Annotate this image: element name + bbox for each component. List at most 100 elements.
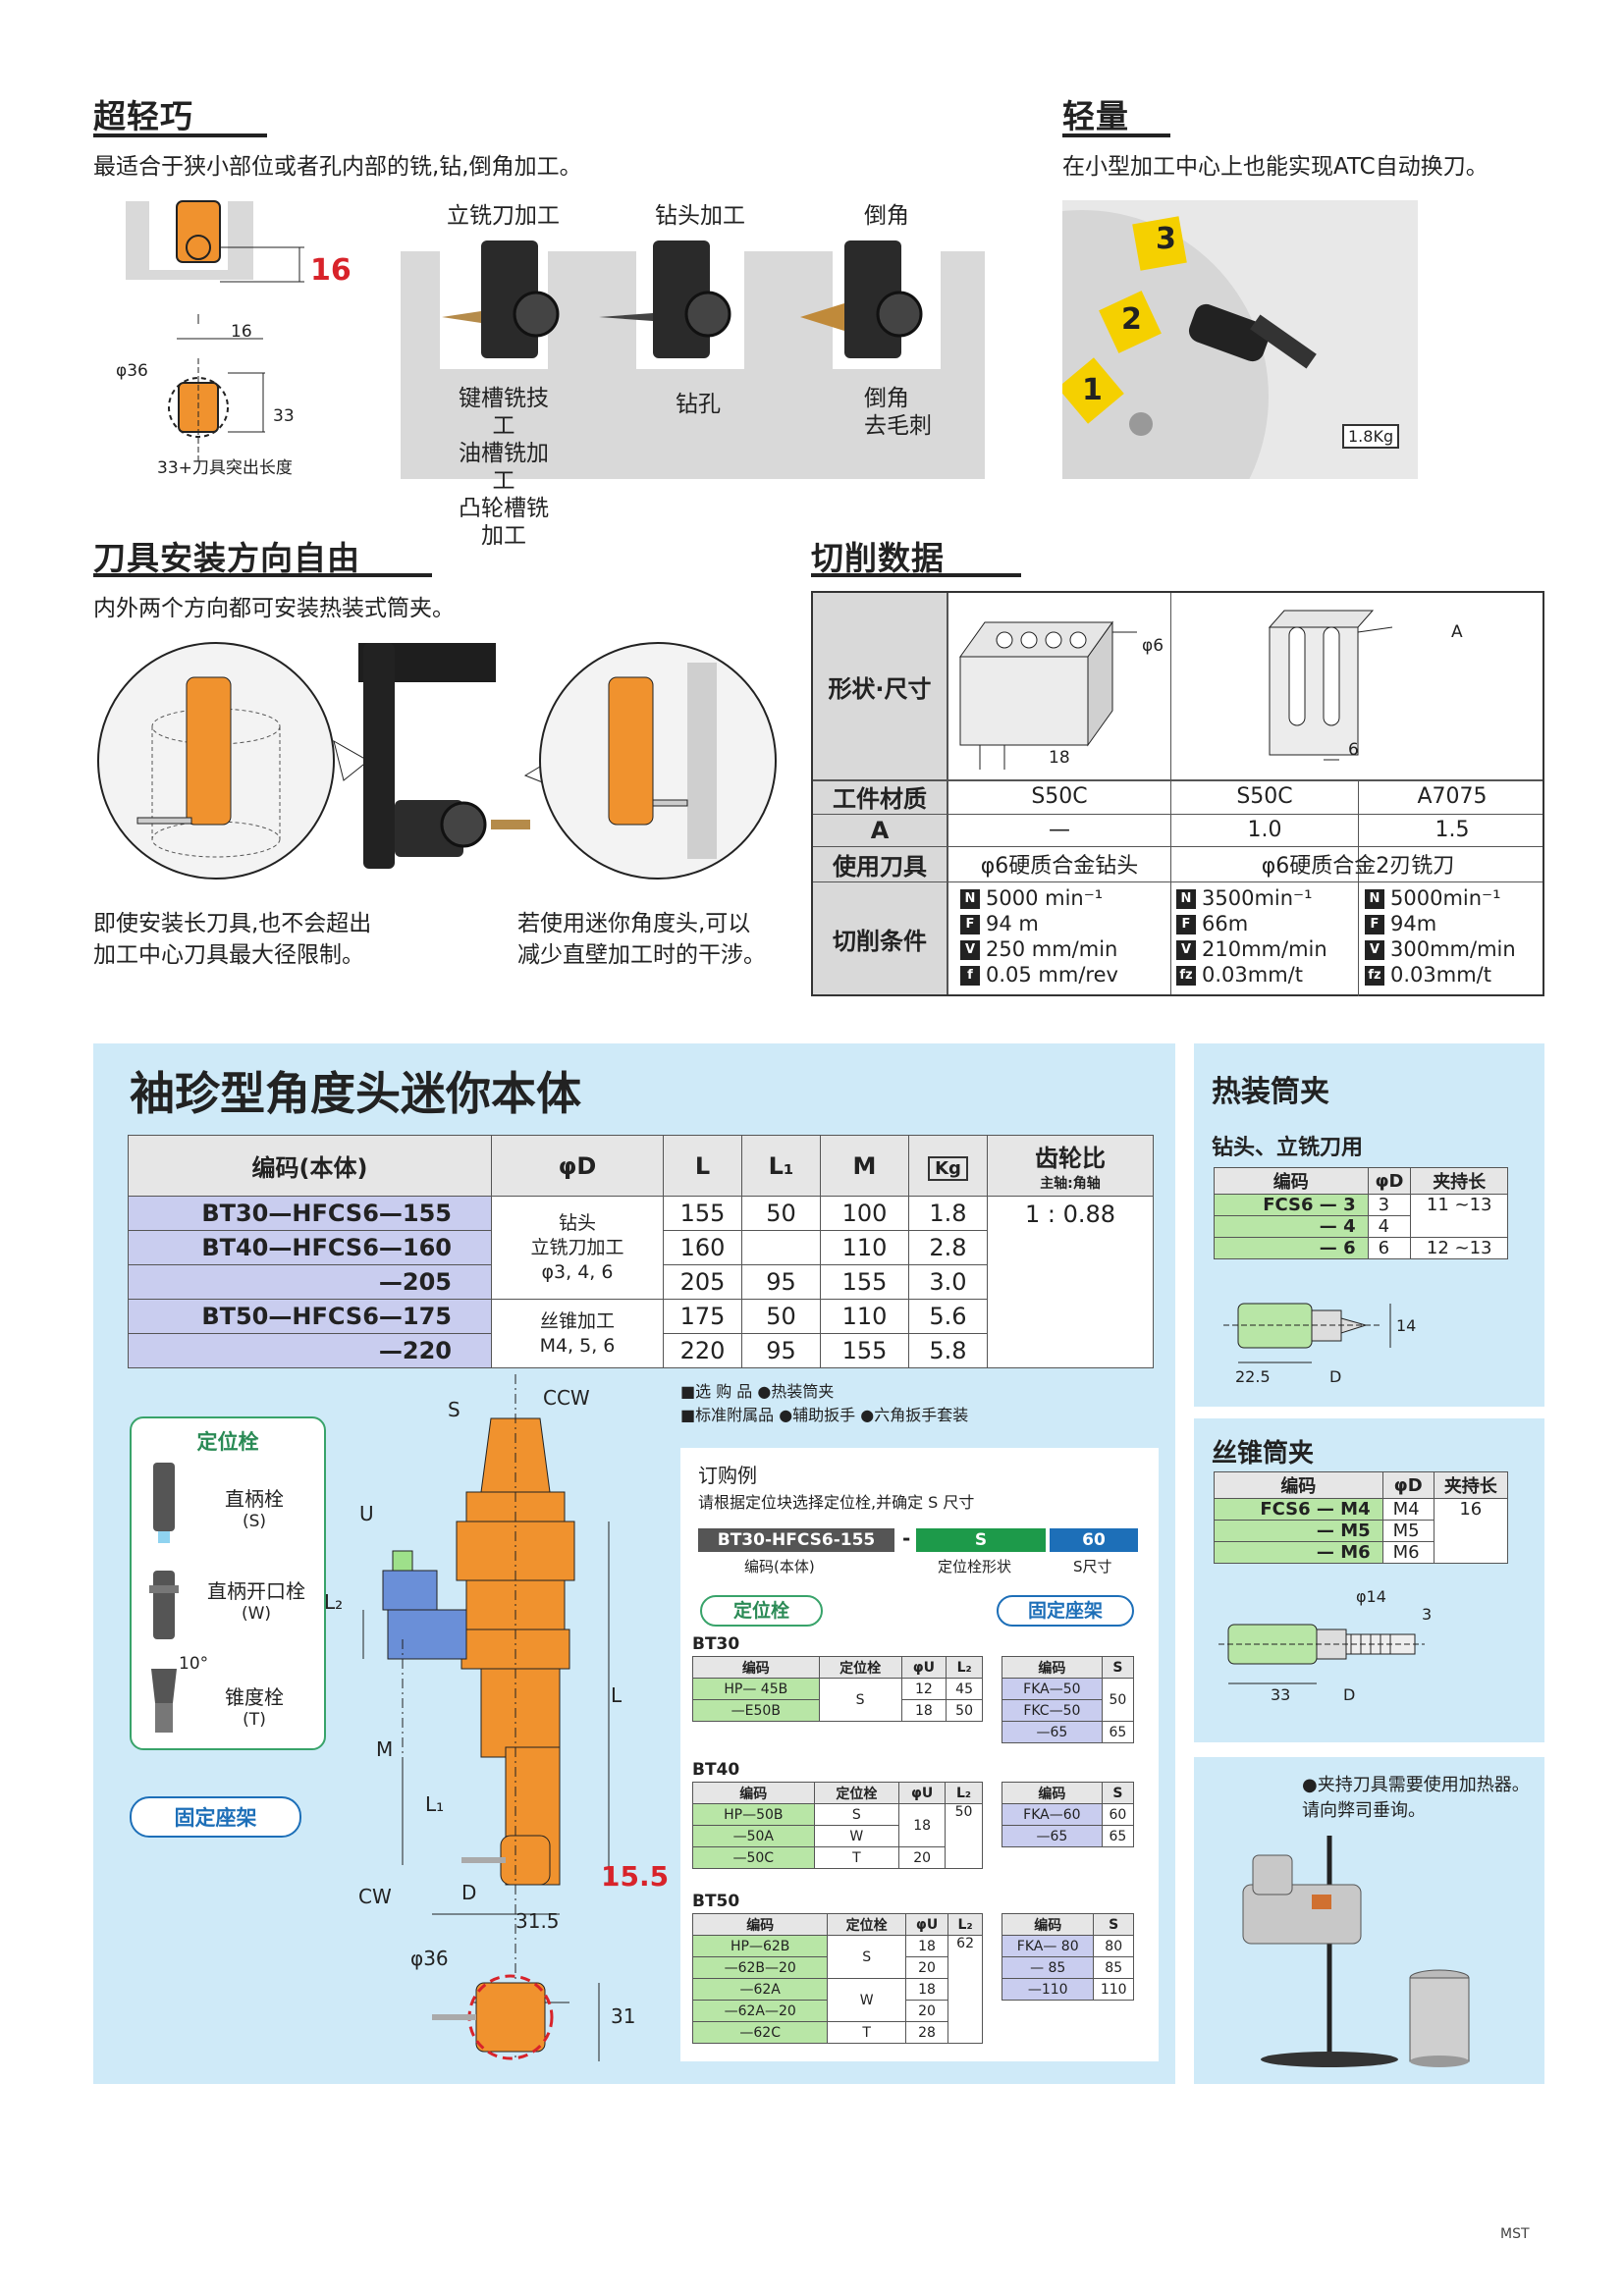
dim-31: 31 — [611, 2004, 636, 2028]
heater-note: ●夹持刀具需要使用加热器。 请向弊司垂询。 — [1302, 1775, 1530, 1821]
dim-l2: L₂ — [324, 1590, 344, 1614]
compact-dimension-diagram — [126, 200, 304, 461]
section-title-mount: 刀具安装方向自由 — [93, 539, 360, 577]
product-table: 编码(本体) φD L L₁ M Kg 齿轮比主轴:角轴 BT30—HFCS6—… — [128, 1135, 1154, 1368]
pin-taper: 锥度栓(T) — [225, 1685, 284, 1730]
product-title: 袖珍型角度头迷你本体 — [130, 1067, 581, 1120]
op-drill-line: 钻孔 — [676, 392, 721, 417]
title-underline — [1062, 133, 1170, 137]
a-3: 1.5 — [1435, 818, 1470, 842]
mount-direction-illustration — [97, 642, 777, 880]
pin-box-title: 定位栓 — [196, 1430, 259, 1454]
tool-endmill: φ6硬质合金2刃铣刀 — [1261, 854, 1455, 879]
row-tool: 使用刀具 — [833, 852, 927, 881]
a-2: 1.0 — [1247, 818, 1282, 842]
a-1: — — [1049, 818, 1070, 842]
dim-d: D — [1329, 1367, 1342, 1386]
pin-button: 定位栓 — [700, 1595, 823, 1627]
dim-31-5: 31.5 — [515, 1909, 560, 1933]
mount-note-interference: 若使用迷你角度头,可以 减少直壁加工时的干涉。 — [517, 911, 766, 968]
tool-drill: φ6硬质合金钻头 — [980, 854, 1139, 879]
order-desc: 请根据定位块选择定位栓,并确定 S 尺寸 — [698, 1493, 975, 1512]
order-s-chip: 60 — [1050, 1528, 1138, 1552]
dim-phi36: φ36 — [116, 361, 148, 381]
title-underline — [811, 573, 1021, 577]
shrink-collet-title: 热装筒夹 — [1212, 1075, 1329, 1109]
th-gear: 齿轮比主轴:角轴 — [987, 1135, 1154, 1197]
fixture-button: 固定座架 — [997, 1595, 1134, 1627]
pocket-3: 3 — [1156, 222, 1176, 256]
gear-ratio: 1 : 0.88 — [987, 1196, 1154, 1368]
phi6-label: φ6 — [1142, 636, 1164, 656]
op-drill-head: 钻头加工 — [655, 203, 745, 229]
dim-s: S — [448, 1398, 460, 1421]
dim-14: 14 — [1396, 1316, 1417, 1335]
group-bt40: BT40 — [692, 1760, 740, 1780]
pocket-2: 2 — [1121, 302, 1142, 337]
section-desc: 内外两个方向都可安装热装式筒夹。 — [93, 596, 455, 621]
dim-18: 18 — [1049, 748, 1070, 768]
dim-ccw: CCW — [543, 1386, 590, 1410]
th-code: 编码(本体) — [128, 1135, 492, 1197]
dim-3: 3 — [1422, 1605, 1433, 1624]
dim-33: 33 — [273, 406, 295, 426]
section-desc: 在小型加工中心上也能实现ATC自动换刀。 — [1062, 154, 1489, 180]
dim-15-5: 15.5 — [601, 1860, 670, 1893]
th-l: L — [663, 1135, 742, 1197]
phid-tap: 丝锥加工 M4, 5, 6 — [491, 1299, 664, 1368]
dim-cw: CW — [358, 1885, 392, 1908]
th-phid: φD — [491, 1135, 664, 1197]
fixture-label: 固定座架 — [130, 1796, 301, 1838]
title-underline — [93, 133, 267, 137]
dim-l: L — [611, 1683, 623, 1707]
heater-panel: ●夹持刀具需要使用加热器。 请向弊司垂询。 — [1194, 1757, 1544, 2084]
group-bt50: BT50 — [692, 1892, 740, 1911]
op-endmill-lines: 键槽铣技工油槽铣加工凸轮槽铣加工 — [459, 386, 549, 549]
group-bt30: BT30 — [692, 1634, 740, 1654]
dim-m: M — [376, 1737, 394, 1761]
mat-1: S50C — [1031, 784, 1088, 809]
weight-badge: 1.8Kg — [1342, 424, 1400, 449]
op-chamfer-head: 倒角 — [864, 203, 909, 229]
dim-22-5: 22.5 — [1235, 1367, 1271, 1386]
row-material: 工件材质 — [833, 785, 927, 813]
op-endmill-head: 立铣刀加工 — [447, 203, 560, 229]
mount-note-long-tool: 即使安装长刀具,也不会超出 加工中心刀具最大径限制。 — [93, 911, 372, 968]
dim-6: 6 — [1348, 740, 1359, 760]
mat-2: S50C — [1236, 784, 1293, 809]
order-title: 订购例 — [698, 1464, 757, 1487]
row-shape: 形状·尺寸 — [828, 674, 932, 703]
drill-workpiece-drawing — [959, 620, 1137, 770]
row-conditions: 切削条件 — [833, 928, 927, 955]
pocket-1: 1 — [1082, 373, 1103, 407]
cutting-data-table: 形状·尺寸 工件材质 A 使用刀具 切削条件 φ6 18 6 A S50C S5… — [811, 591, 1544, 996]
shrink-collet-sub: 钻头、立铣刀用 — [1212, 1136, 1364, 1160]
dim-d: D — [461, 1881, 477, 1904]
dim-33: 33 — [1271, 1685, 1291, 1704]
pin-icons — [149, 1463, 179, 1733]
row-a: A — [870, 816, 890, 844]
order-pin-chip: S — [916, 1528, 1046, 1552]
tap-collet-title: 丝锥筒夹 — [1212, 1439, 1315, 1468]
dim-phi36: φ36 — [410, 1947, 449, 1970]
order-example-box: 订购例 请根据定位块选择定位栓,并确定 S 尺寸 BT30-HFCS6-155 … — [680, 1448, 1159, 2061]
order-code-chip: BT30-HFCS6-155 — [698, 1528, 894, 1552]
section-title-cutting: 切削数据 — [811, 539, 945, 577]
mat-3: A7075 — [1417, 784, 1488, 809]
th-kg: Kg — [908, 1135, 988, 1197]
phid-drill: 钻头 立铣刀加工 φ3, 4, 6 — [491, 1196, 664, 1300]
footer-mark: MST — [1500, 2226, 1530, 2242]
